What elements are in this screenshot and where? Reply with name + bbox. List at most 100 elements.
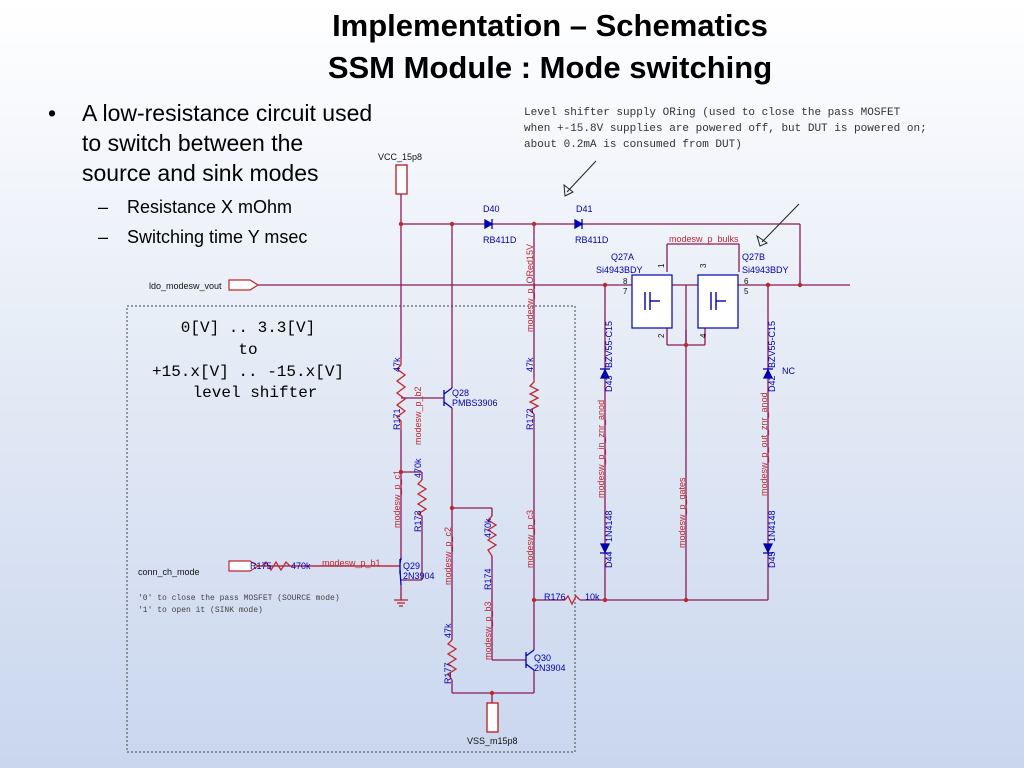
conn-comment1: '0' to close the pass MOSFET (SOURCE mod… bbox=[138, 594, 340, 603]
ldo-label: ldo_modesw_vout bbox=[149, 281, 222, 291]
r171 bbox=[395, 358, 407, 430]
d45-icon bbox=[762, 543, 774, 554]
d42-name: D42 bbox=[767, 375, 777, 392]
bullet-main-line2: to switch between the bbox=[82, 130, 304, 156]
q29-value: 2N3904 bbox=[403, 571, 435, 581]
net-labels: modesw_p_bulks modesw_p_b1 modesw_p_ORed… bbox=[322, 234, 769, 660]
net-c3: modesw_p_c3 bbox=[525, 510, 535, 568]
box-line4: level shifter bbox=[193, 384, 318, 402]
bullet-dash: – bbox=[98, 227, 109, 247]
d42-value: BZV55-C15 bbox=[767, 321, 777, 368]
ground-icon bbox=[394, 599, 408, 607]
q29-name: Q29 bbox=[403, 561, 420, 571]
r172-value: 47k bbox=[525, 357, 535, 372]
q29-symbol bbox=[399, 557, 402, 586]
part-labels: D40 RB411D D41 RB411D Q27A Si4943BDY Q27… bbox=[250, 204, 795, 673]
r174 bbox=[486, 515, 498, 557]
q30-symbol bbox=[525, 649, 535, 671]
vertical-part-labels: R171 47k R172 47k R173 470k R174 470k R1… bbox=[392, 321, 777, 684]
q27b-name: Q27B bbox=[742, 252, 765, 262]
r176-name: R176 bbox=[544, 592, 566, 602]
transistors bbox=[399, 387, 535, 671]
d42-nc: NC bbox=[782, 366, 795, 376]
r176-value: 10k bbox=[585, 592, 600, 602]
q30-name: Q30 bbox=[534, 653, 551, 663]
r172-name: R172 bbox=[525, 408, 535, 430]
net-b3: modesw_p_b3 bbox=[483, 601, 493, 660]
bullet-sub-switching: – Switching time Y msec bbox=[40, 222, 420, 252]
q27a-name: Q27A bbox=[611, 252, 634, 262]
r177-value: 47k bbox=[443, 623, 453, 638]
q27-mosfets bbox=[631, 274, 739, 329]
r173-name: R173 bbox=[413, 510, 423, 532]
bullet-main-line1: A low-resistance circuit used bbox=[82, 100, 373, 126]
d41-icon bbox=[574, 218, 584, 230]
pin-2: 2 bbox=[657, 333, 666, 338]
bullet-dash: – bbox=[98, 197, 109, 217]
d43-icon bbox=[599, 368, 611, 379]
bullet-sub-resistance: – Resistance X mOhm bbox=[40, 192, 420, 222]
net-gates: modesw_p_gates bbox=[677, 477, 687, 548]
conn-comment2: '1' to open it (SINK mode) bbox=[138, 606, 263, 615]
net-b1: modesw_p_b1 bbox=[322, 558, 381, 568]
resistors bbox=[258, 358, 581, 681]
r177 bbox=[446, 639, 458, 681]
slide-title-line2: SSM Module : Mode switching bbox=[327, 50, 773, 85]
vss-source bbox=[486, 702, 499, 733]
d45-name: D45 bbox=[767, 551, 777, 568]
q27b-value: Si4943BDY bbox=[742, 265, 789, 275]
d41-name: D41 bbox=[576, 204, 593, 214]
box-line1: 0[V] .. 3.3[V] bbox=[181, 319, 315, 337]
r176 bbox=[564, 594, 581, 606]
diodes bbox=[484, 218, 774, 554]
net-in-znr: modesw_p_in_znr_anod bbox=[596, 400, 606, 498]
d40-value: RB411D bbox=[483, 235, 517, 245]
d40-icon bbox=[484, 218, 494, 230]
vcc-label: VCC_15p8 bbox=[378, 152, 422, 162]
ldo-port bbox=[228, 279, 260, 291]
d43-value: BZV55-C15 bbox=[604, 321, 614, 368]
r174-value: 470k bbox=[483, 518, 493, 538]
pin-4: 4 bbox=[699, 333, 708, 338]
r171-name: R171 bbox=[392, 408, 402, 430]
note-line2: when +-15.8V supplies are powered off, b… bbox=[524, 123, 927, 135]
pin-5: 5 bbox=[744, 287, 749, 296]
level-shifter-box bbox=[126, 305, 576, 753]
net-out-znr: modesw_p_out_znr_anod bbox=[759, 392, 769, 496]
pin-8: 8 bbox=[623, 277, 628, 286]
junctions bbox=[398, 221, 803, 696]
q28-symbol bbox=[443, 387, 453, 409]
r173 bbox=[416, 479, 428, 517]
box-line2: to bbox=[238, 341, 257, 359]
q28-name: Q28 bbox=[452, 388, 469, 398]
bullet-dot: • bbox=[48, 100, 57, 126]
r175-value: 470k bbox=[291, 561, 311, 571]
pin-3: 3 bbox=[699, 263, 708, 268]
d42-icon bbox=[762, 368, 774, 379]
bullet-sub2-text: Switching time Y msec bbox=[127, 227, 308, 247]
r177-name: R177 bbox=[443, 662, 453, 684]
r172 bbox=[528, 378, 540, 415]
q28-value: PMBS3906 bbox=[452, 398, 498, 408]
r173-value: 470k bbox=[413, 458, 423, 478]
pin-6: 6 bbox=[744, 277, 749, 286]
d44-value: 1N4148 bbox=[604, 510, 614, 542]
note-line3: about 0.2mA is consumed from DUT) bbox=[524, 139, 742, 151]
wires bbox=[258, 194, 850, 703]
q27a-value: Si4943BDY bbox=[596, 265, 643, 275]
d43-name: D43 bbox=[604, 375, 614, 392]
vcc-source bbox=[395, 164, 408, 195]
pin-7: 7 bbox=[623, 287, 628, 296]
d41-value: RB411D bbox=[575, 235, 609, 245]
pin-1: 1 bbox=[657, 263, 666, 268]
r175 bbox=[258, 560, 400, 572]
d44-name: D44 bbox=[604, 551, 614, 568]
vss-label: VSS_m15p8 bbox=[467, 736, 518, 746]
net-c1: modesw_p_c1 bbox=[392, 470, 402, 528]
conn-port bbox=[228, 560, 260, 572]
box-line3: +15.x[V] .. -15.x[V] bbox=[152, 363, 344, 381]
note-line1: Level shifter supply ORing (used to clos… bbox=[524, 107, 901, 119]
q30-value: 2N3904 bbox=[534, 663, 566, 673]
r174-name: R174 bbox=[483, 568, 493, 590]
d40-name: D40 bbox=[483, 204, 500, 214]
